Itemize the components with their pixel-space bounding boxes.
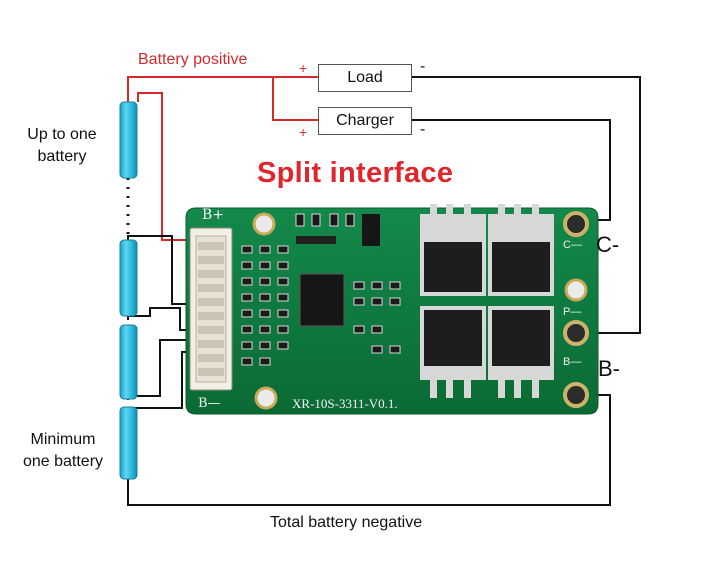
mount-hole	[564, 278, 588, 302]
mount-hole	[254, 386, 278, 410]
silk-b-minus: B—	[198, 396, 221, 411]
battery-cell-3	[119, 324, 138, 400]
charger-plus-sign: +	[299, 124, 308, 140]
silk-b-plus: B+	[202, 207, 225, 223]
battery-positive-wire	[127, 76, 318, 102]
balance-wire-2	[127, 307, 192, 331]
silk-model: XR-10S-3311-V0.1.	[292, 396, 398, 411]
label-line: battery	[37, 148, 87, 165]
silk-pad-p: P—	[563, 306, 582, 318]
label-line: Up to one	[27, 126, 97, 143]
b-minus-label: B-	[598, 356, 620, 381]
battery-cell-top	[119, 101, 138, 179]
small-ic	[362, 214, 380, 246]
negative-wires	[126, 76, 641, 506]
silk-pad-b: B—	[563, 356, 582, 368]
c-minus-label: C-	[596, 232, 620, 257]
pad-b-minus	[563, 382, 589, 408]
split-interface-title: Split interface	[257, 157, 454, 189]
total-negative-wire	[127, 394, 611, 506]
silk-pad-c: C—	[563, 239, 582, 251]
load-label: Load	[347, 69, 383, 86]
balance-wire-1	[127, 235, 192, 305]
load-negative-wire	[412, 76, 641, 334]
bms-ic	[299, 273, 345, 327]
load-box: Load	[318, 64, 412, 92]
pad-p-minus	[563, 320, 589, 346]
battery-cell-bottom	[119, 406, 138, 480]
label-line: one battery	[22, 453, 104, 470]
mosfets	[420, 214, 554, 380]
charger-minus-sign: -	[420, 121, 426, 138]
up-to-one-battery-label: Up to one battery	[14, 124, 110, 168]
total-battery-negative-label: Total battery negative	[270, 514, 423, 531]
label-line: Minimum	[30, 431, 96, 448]
bms-board	[185, 204, 599, 415]
load-plus-sign: +	[299, 60, 308, 76]
mount-hole	[252, 212, 276, 236]
charger-positive-wire	[272, 77, 318, 121]
battery-positive-label: Battery positive	[138, 51, 248, 68]
smd-resistors	[241, 213, 401, 366]
battery-cell-2	[119, 239, 138, 317]
balance-top-wire	[137, 92, 192, 241]
mosfet-legs	[430, 204, 539, 398]
load-minus-sign: -	[420, 58, 426, 75]
pad-c-minus	[563, 211, 589, 237]
charger-box: Charger	[318, 107, 412, 135]
minimum-one-battery-label: Minimum one battery	[8, 429, 118, 473]
battery-cells	[119, 101, 138, 480]
charger-label: Charger	[336, 112, 394, 129]
small-ic	[296, 236, 336, 244]
connector-pins	[198, 242, 224, 376]
